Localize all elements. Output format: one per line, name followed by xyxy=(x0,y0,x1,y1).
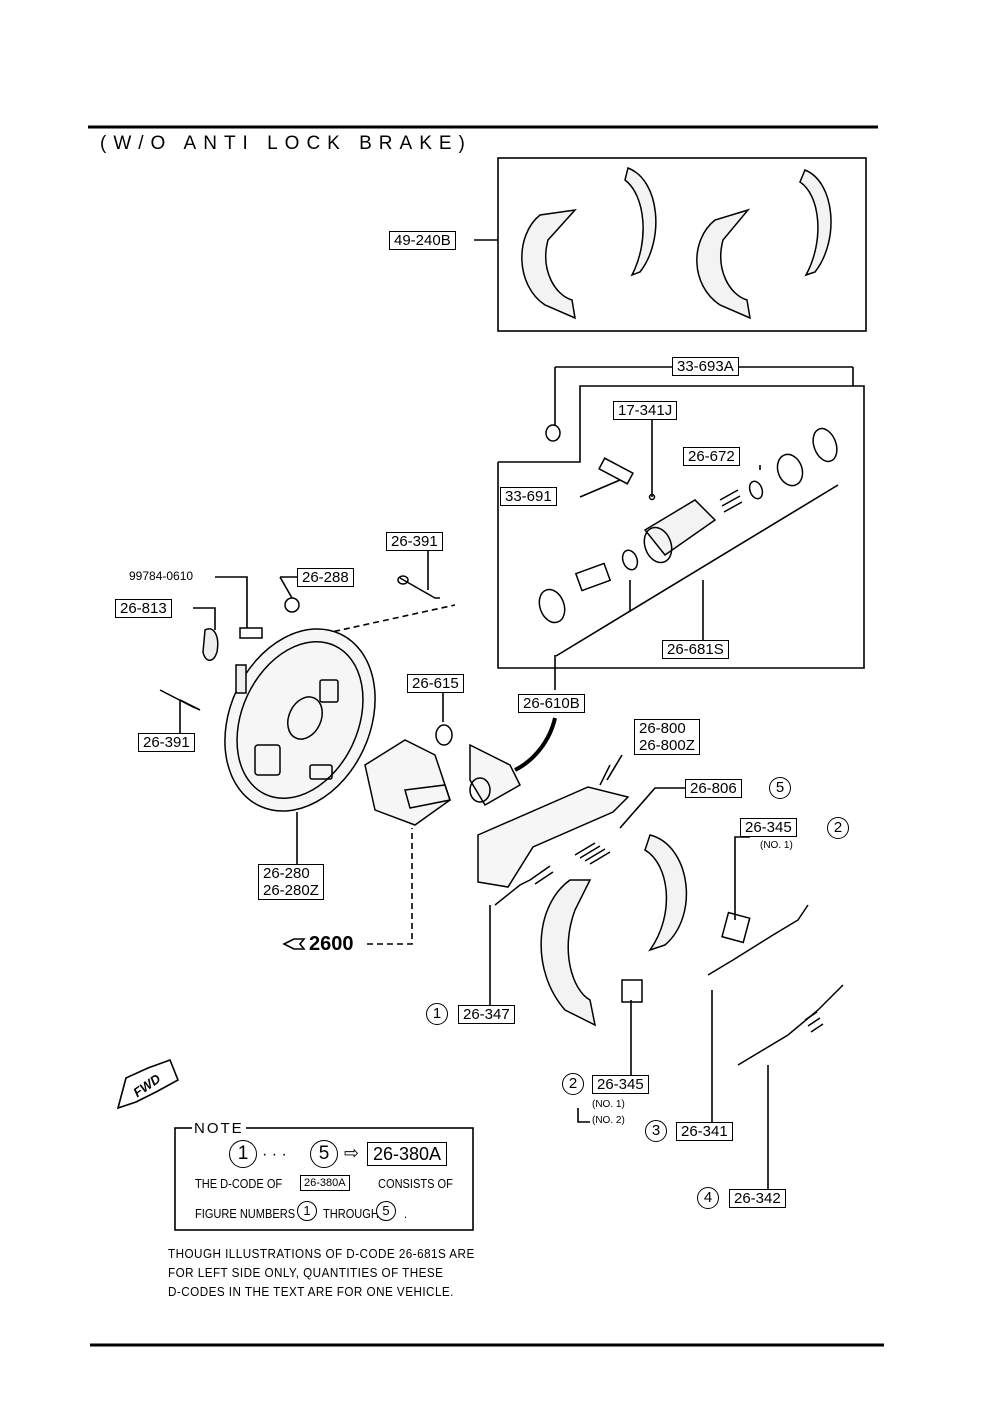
part-label-26-391-bottom: 26-391 xyxy=(138,733,195,752)
part-label-26-672: 26-672 xyxy=(683,447,740,466)
cylinder-frame xyxy=(497,385,865,669)
page-title: (W/O ANTI LOCK BRAKE) xyxy=(100,133,472,154)
reference-page-2600[interactable]: 2600 xyxy=(309,933,354,955)
part-label-26-800: 26-800 26-800Z xyxy=(634,719,700,755)
sublabel-no1-lower: (NO. 1) xyxy=(592,1099,625,1110)
part-label-26-615: 26-615 xyxy=(407,674,464,693)
figure-number-2-upper: 2 xyxy=(827,817,849,839)
note-inline-code: 26-380A xyxy=(300,1175,350,1191)
part-label-33-691: 33-691 xyxy=(500,487,557,506)
footnote-line-2: FOR LEFT SIDE ONLY, QUANTITIES OF THESE xyxy=(168,1265,444,1280)
note-inline-figure-5: 5 xyxy=(376,1201,396,1221)
wheel-cylinder-icon xyxy=(538,424,838,624)
part-label-26-342: 26-342 xyxy=(729,1189,786,1208)
part-label-26-800Z-line2: 26-800Z xyxy=(639,737,695,754)
note-dots: · · · xyxy=(262,1146,287,1163)
part-label-26-341: 26-341 xyxy=(676,1122,733,1141)
clip-icon xyxy=(721,911,751,944)
backing-plate-icon xyxy=(159,597,376,812)
part-label-26-806: 26-806 xyxy=(685,779,742,798)
part-label-49-240B: 49-240B xyxy=(389,231,456,250)
shoe-set-frame xyxy=(497,157,867,332)
part-label-26-345-upper: 26-345 xyxy=(740,818,797,837)
note-line2-end: . xyxy=(404,1206,408,1221)
part-label-26-800-line1: 26-800 xyxy=(639,720,686,737)
note-code-box: 26-380A xyxy=(367,1142,448,1166)
part-label-26-345-lower: 26-345 xyxy=(592,1075,649,1094)
note-line2-start: FIGURE NUMBERS xyxy=(195,1206,296,1221)
ref-arrow-icon xyxy=(282,938,306,950)
footnote-line-1: THOUGH ILLUSTRATIONS OF D-CODE 26-681S A… xyxy=(168,1246,475,1261)
note-line1-start: THE D-CODE OF xyxy=(195,1176,283,1191)
part-label-26-280Z-line2: 26-280Z xyxy=(263,882,319,899)
note-heading: NOTE xyxy=(192,1120,246,1137)
part-label-26-280: 26-280 26-280Z xyxy=(258,864,324,900)
note-frame xyxy=(174,1127,474,1231)
fwd-arrow-icon xyxy=(116,1058,180,1110)
part-label-33-693A: 33-693A xyxy=(672,357,739,376)
figure-number-1: 1 xyxy=(426,1003,448,1025)
note-figure-to: 5 xyxy=(310,1140,338,1168)
sublabel-no1-upper: (NO. 1) xyxy=(760,840,793,851)
figure-number-2-lower: 2 xyxy=(562,1073,584,1095)
figure-number-4: 4 xyxy=(697,1187,719,1209)
footnote-line-3: D-CODES IN THE TEXT ARE FOR ONE VEHICLE. xyxy=(168,1284,454,1299)
note-arrow-icon: ⇨ xyxy=(344,1143,360,1164)
part-label-26-288: 26-288 xyxy=(297,568,354,587)
wheel-cylinder-assembled-icon xyxy=(435,724,521,807)
part-label-99784-0610: 99784-0610 xyxy=(129,569,194,583)
note-figure-from: 1 xyxy=(229,1140,257,1168)
part-label-26-391-top: 26-391 xyxy=(386,532,443,551)
note-inline-figure-1: 1 xyxy=(297,1201,317,1221)
part-label-26-813: 26-813 xyxy=(115,599,172,618)
sublabel-no2: (NO. 2) xyxy=(592,1115,625,1126)
bolt-icon xyxy=(397,575,440,599)
part-label-26-280-line1: 26-280 xyxy=(263,865,310,882)
figure-number-5: 5 xyxy=(769,777,791,799)
spring-icon xyxy=(494,842,844,1066)
part-label-26-610B: 26-610B xyxy=(518,694,585,713)
figure-number-3: 3 xyxy=(645,1120,667,1142)
part-label-26-681S: 26-681S xyxy=(662,640,729,659)
adjuster-lever-icon xyxy=(477,764,630,888)
part-label-26-347: 26-347 xyxy=(458,1005,515,1024)
note-line1-end: CONSISTS OF xyxy=(378,1176,453,1191)
part-label-17-341J: 17-341J xyxy=(613,401,678,420)
spindle-icon xyxy=(364,739,451,826)
brake-shoe-icon xyxy=(521,167,832,320)
note-line2-middle: THROUGH xyxy=(323,1206,379,1221)
clip-icon-2 xyxy=(621,979,643,1003)
lower-brake-shoe-icon xyxy=(540,834,688,1027)
